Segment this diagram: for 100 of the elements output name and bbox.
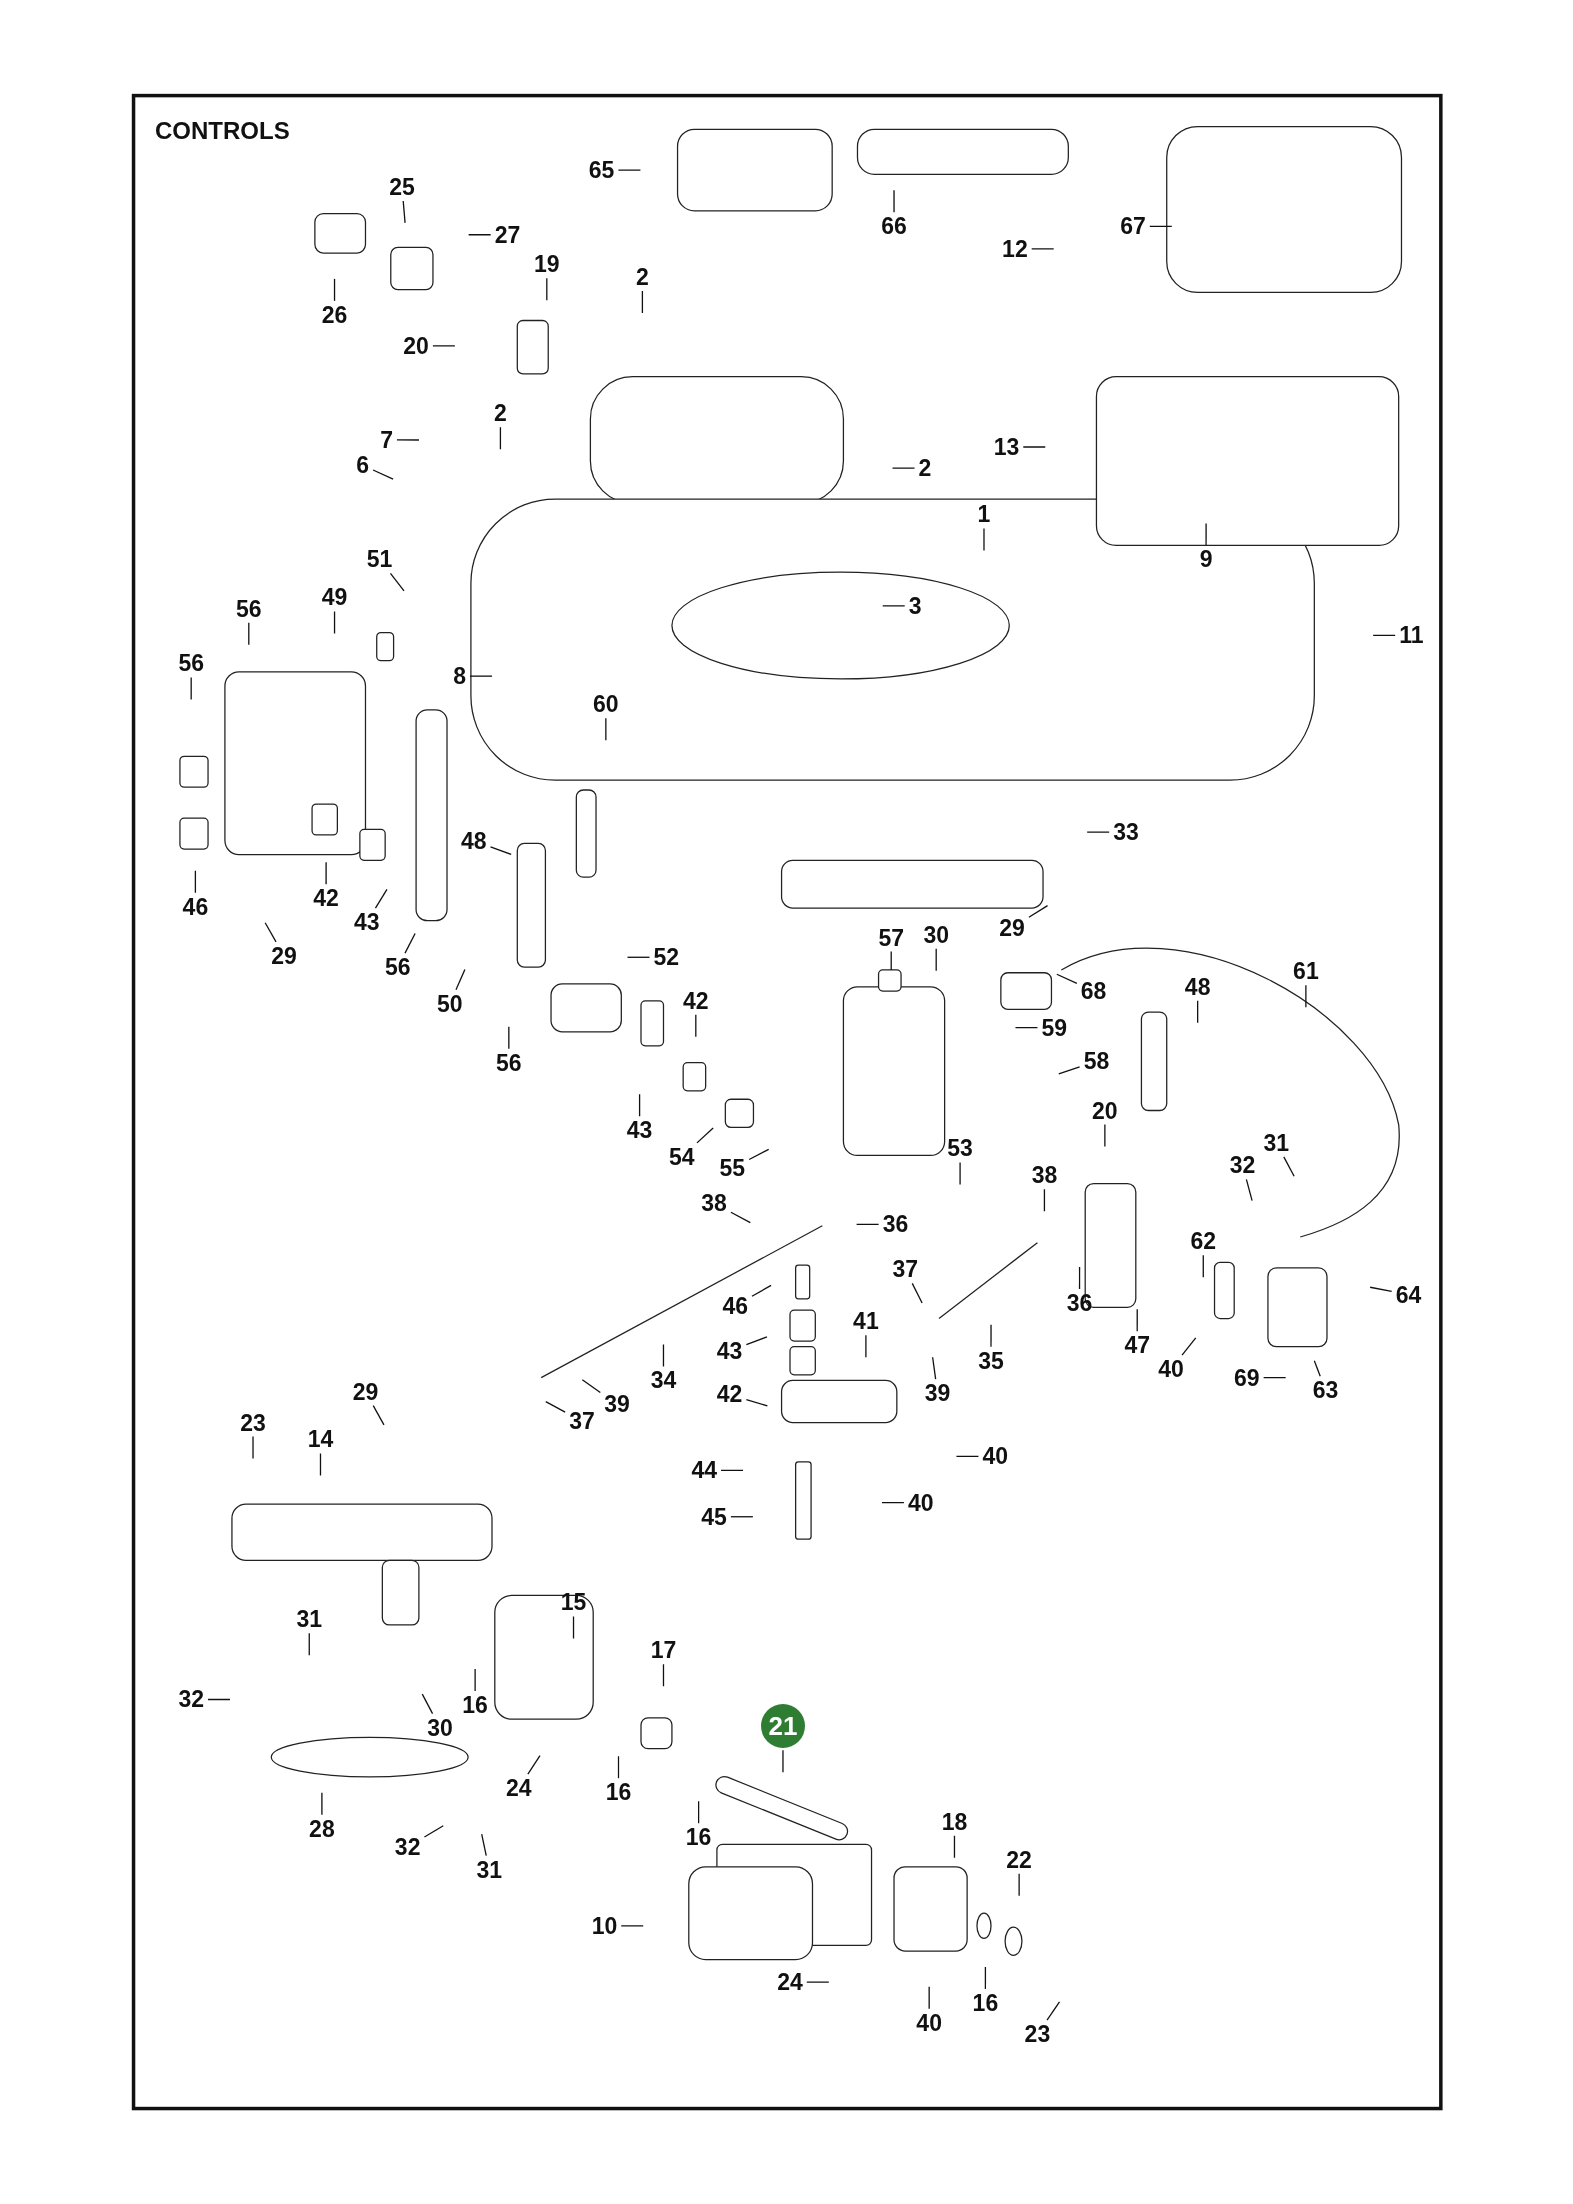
leader-line [626, 956, 651, 958]
callout-number: 30 [921, 922, 951, 947]
leader-line [1078, 1266, 1081, 1290]
leader-line [581, 1379, 601, 1394]
callout-number: 23 [1022, 2022, 1053, 2047]
leader-line [638, 1093, 641, 1117]
leader-line [782, 1749, 784, 1773]
leader-line [1104, 1123, 1106, 1148]
leader-line [508, 1026, 510, 1050]
callout-number: 29 [269, 943, 299, 968]
callout-number: 58 [1081, 1049, 1112, 1074]
callout-number: 50 [435, 991, 465, 1016]
leader-line [730, 1211, 751, 1224]
leader-line [1136, 1308, 1138, 1332]
leader-line [1202, 1254, 1204, 1278]
callout-number: 38 [699, 1191, 729, 1216]
callout-number: 52 [651, 945, 682, 970]
callout-number: 56 [383, 955, 413, 980]
callout-number: 40 [980, 1444, 1011, 1469]
leader-line [325, 861, 327, 885]
leader-line [264, 922, 277, 943]
callout-number: 37 [567, 1409, 597, 1434]
leader-line [662, 1343, 665, 1368]
leader-line [882, 605, 906, 607]
leader-line [1018, 1873, 1020, 1897]
leader-line [751, 1284, 772, 1297]
callout-number: 10 [589, 1913, 620, 1938]
leader-line [308, 1632, 310, 1656]
leader-line [1181, 1337, 1197, 1356]
callout-number: 56 [494, 1050, 524, 1075]
diagram-title: CONTROLS [155, 117, 290, 145]
callout-number: 22 [1004, 1847, 1034, 1872]
callout-number: 39 [922, 1381, 953, 1406]
callout-number: 67 [1118, 214, 1148, 239]
leader-line [891, 467, 916, 469]
callout-number: 51 [364, 547, 395, 572]
leader-line [374, 888, 388, 909]
leader-line [983, 527, 985, 552]
callout-number: 40 [1156, 1357, 1186, 1382]
leader-line [333, 278, 336, 302]
leader-line [252, 1435, 254, 1460]
callout-number: 26 [319, 302, 350, 327]
callout-number: 24 [503, 1776, 534, 1801]
leader-line [911, 1282, 923, 1304]
leader-line [959, 1161, 961, 1186]
leader-line [455, 968, 466, 991]
callout-number: 32 [176, 1687, 206, 1712]
leader-line [572, 1615, 575, 1640]
leader-line [372, 1405, 385, 1426]
leader-line [806, 1981, 830, 1983]
callout-number: 57 [876, 925, 906, 950]
leader-line [990, 1324, 992, 1348]
leader-line [545, 1401, 566, 1413]
leader-line [696, 1127, 714, 1144]
leader-line [620, 1925, 644, 1927]
callout-number: 37 [890, 1257, 921, 1282]
callout-number: 61 [1291, 959, 1321, 984]
leader-line [190, 676, 192, 701]
leader-line [856, 1223, 880, 1225]
callout-number: 29 [350, 1379, 381, 1404]
leader-line [1058, 1066, 1081, 1075]
callout-number: 43 [624, 1118, 655, 1143]
leader-line [928, 1986, 930, 2010]
callout-number: 60 [591, 692, 621, 717]
callout-number: 41 [851, 1309, 881, 1334]
leader-line [333, 610, 336, 635]
callout-number: 6 [354, 453, 372, 478]
callout-number: 55 [717, 1156, 748, 1181]
leader-line [890, 950, 892, 971]
callout-number: 21 [760, 1704, 805, 1749]
callout-number: 15 [558, 1590, 589, 1615]
callout-number: 56 [234, 596, 264, 621]
callout-number: 49 [319, 585, 350, 610]
leader-line [404, 932, 416, 954]
leader-line [1149, 225, 1173, 227]
leader-line [641, 290, 644, 314]
callout-number: 42 [311, 886, 341, 911]
callout-number: 16 [683, 1825, 714, 1850]
leader-line [1056, 973, 1078, 985]
callout-number: 46 [180, 894, 211, 919]
callout-number: 30 [425, 1715, 455, 1740]
leader-line [1014, 1026, 1039, 1029]
callout-number: 27 [492, 222, 523, 247]
leader-line [605, 717, 607, 741]
callout-number: 45 [699, 1504, 729, 1529]
callout-number: 14 [305, 1427, 336, 1452]
callout-number: 7 [378, 427, 395, 452]
leader-line [1031, 248, 1055, 250]
leader-line [745, 1336, 768, 1346]
leader-line [935, 948, 937, 972]
callout-number: 33 [1111, 820, 1141, 845]
callout-number: 8 [451, 664, 469, 689]
leader-line [527, 1755, 541, 1775]
leader-line [748, 1148, 770, 1161]
leader-line [248, 622, 250, 646]
callout-number: 48 [458, 828, 489, 853]
leader-line [1197, 1000, 1199, 1024]
callout-number: 31 [474, 1857, 504, 1882]
callout-number: 42 [714, 1382, 745, 1407]
callout-number: 69 [1232, 1365, 1262, 1390]
